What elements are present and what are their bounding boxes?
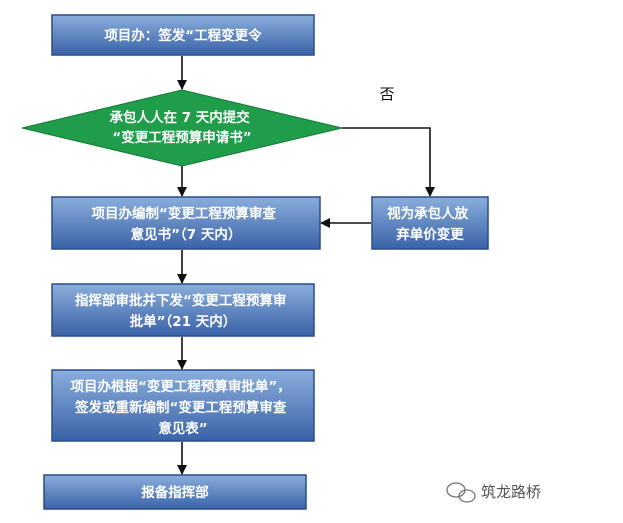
node-reissue-line: 意见表” xyxy=(158,420,207,437)
node-approve-box xyxy=(51,283,315,337)
node-waive-line: 弃单价变更 xyxy=(396,226,464,243)
node-reissue-line: 项目办根据“变更工程预算审批单”， xyxy=(71,378,291,395)
node-waive-box xyxy=(371,196,489,250)
node-submit-diamond xyxy=(21,89,343,167)
node-issue-text: 项目办：签发“工程变更令 xyxy=(104,27,262,44)
connectors xyxy=(177,56,435,475)
node-compile-line: 意见书”（7 天内） xyxy=(131,226,242,243)
node-compile-box xyxy=(51,196,321,250)
node-report-text: 报备指挥部 xyxy=(141,484,209,501)
edge-label-no: 否 xyxy=(379,85,394,103)
node-compile-text: 项目办编制“变更工程预算审查 意见书”（7 天内） xyxy=(91,205,280,243)
node-submit-line: 承包人人在 7 天内提交 xyxy=(110,109,251,126)
node-approve-line: 批单”（21 天内） xyxy=(130,313,237,330)
node-waive-line: 视为承包人放 xyxy=(387,205,468,222)
node-waive-text: 视为承包人放 弃单价变更 xyxy=(387,205,473,243)
node-issue-line: 项目办：签发“工程变更令 xyxy=(104,27,262,44)
node-approve-text: 指挥部审批并下发“变更工程预算审 批单”（21 天内） xyxy=(75,292,291,330)
node-report-line: 报备指挥部 xyxy=(141,484,209,501)
watermark-text: 筑龙路桥 xyxy=(481,483,541,501)
node-issue-box xyxy=(51,14,315,56)
node-submit-text: 承包人人在 7 天内提交 “变更工程预算申请书” xyxy=(110,109,255,146)
node-compile-line: 项目办编制“变更工程预算审查 xyxy=(91,205,276,222)
node-submit-line: “变更工程预算申请书” xyxy=(112,129,251,146)
arrow-submit-to-waive xyxy=(342,127,435,197)
node-approve-line: 指挥部审批并下发“变更工程预算审 xyxy=(75,292,286,309)
watermark: 筑龙路桥 xyxy=(446,482,541,503)
node-reissue-box xyxy=(51,369,315,442)
node-reissue-line: 签发或重新编制“变更工程预算审查 xyxy=(74,399,287,416)
wechat-icon xyxy=(446,482,476,503)
node-reissue-text: 项目办根据“变更工程预算审批单”， 签发或重新编制“变更工程预算审查 意见表” xyxy=(71,378,296,437)
node-report-box xyxy=(43,474,307,510)
